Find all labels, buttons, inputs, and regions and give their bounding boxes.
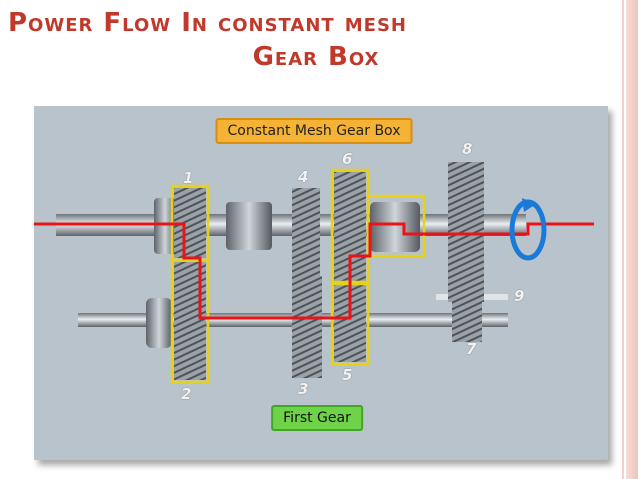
- gear-8-body: [448, 162, 484, 302]
- gear-number-4: 4: [298, 168, 309, 186]
- gear-number-3: 3: [298, 380, 309, 398]
- slide-border: [622, 0, 638, 479]
- power-flow-line: [34, 222, 594, 320]
- gearbox-figure: [34, 106, 608, 460]
- gear-4-body: [292, 188, 320, 276]
- slide-title: Power Flow In constant mesh Gear Box: [6, 6, 626, 74]
- gear-number-6: 6: [342, 150, 353, 168]
- title-line-2: Gear Box: [252, 42, 380, 72]
- gear-7-body: [452, 302, 482, 342]
- gear-number-5: 5: [342, 366, 353, 384]
- gear-number-7: 7: [466, 340, 477, 358]
- bottom-label: First Gear: [271, 405, 363, 431]
- highlight-gear-2: [170, 258, 210, 384]
- input-hub: [154, 198, 176, 254]
- gear-3-body: [292, 276, 322, 378]
- gearbox-diagram: [34, 162, 594, 384]
- counter-hub: [146, 298, 172, 348]
- rotation-arrow-head: [522, 198, 536, 212]
- synchro-sleeve-1: [226, 202, 272, 250]
- title-line-1: Power Flow In constant mesh: [8, 8, 407, 38]
- top-label: Constant Mesh Gear Box: [215, 118, 413, 144]
- synchro-sleeve-2: [370, 202, 420, 252]
- gear-number-8: 8: [462, 140, 473, 158]
- gear-number-2: 2: [181, 385, 192, 403]
- highlight-sleeve: [366, 194, 426, 258]
- gear-number-1: 1: [183, 169, 194, 187]
- gear-number-9: 9: [514, 287, 525, 305]
